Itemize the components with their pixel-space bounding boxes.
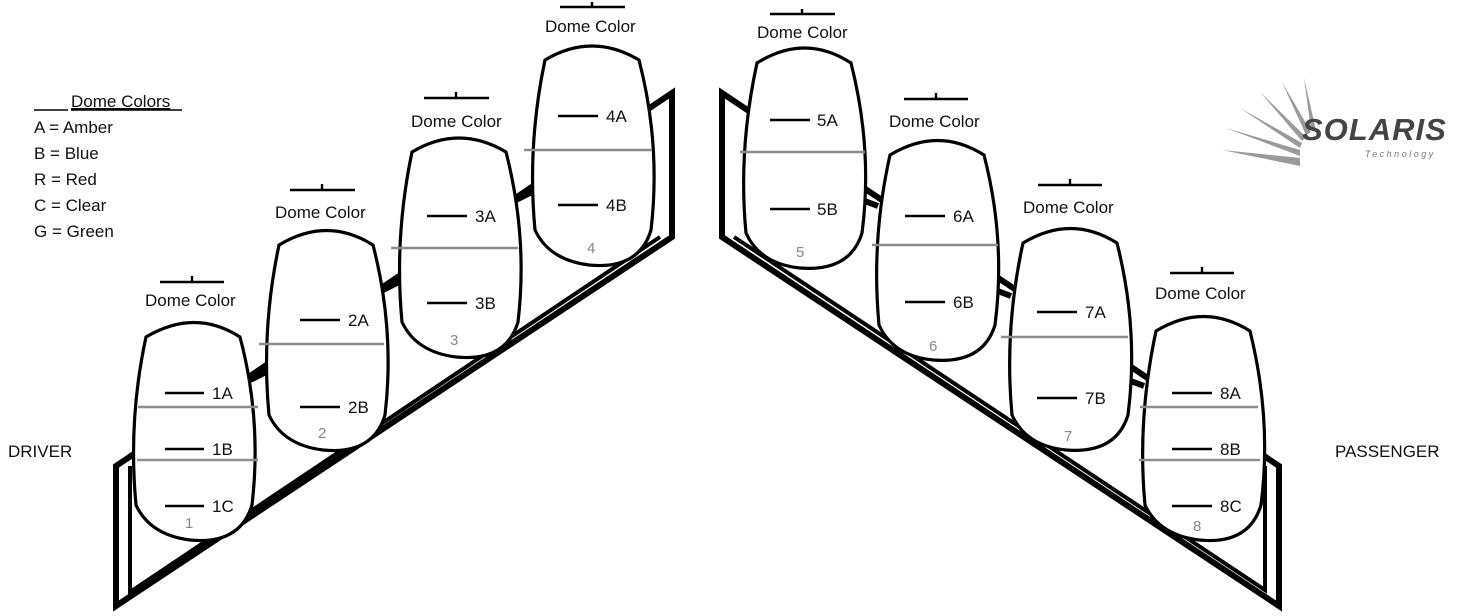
position-label-3b: 3B: [475, 294, 496, 313]
position-label-5b: 5B: [817, 200, 838, 219]
position-label-7a: 7A: [1085, 303, 1106, 322]
position-label-5a: 5A: [817, 111, 838, 130]
position-label-6a: 6A: [953, 207, 974, 226]
logo-tagline: Technology: [1365, 149, 1436, 159]
dome-number-7: 7: [1064, 428, 1072, 445]
dome-number-2: 2: [318, 425, 326, 442]
dome-color-label-5: Dome Color: [757, 23, 848, 42]
legend-item-blue: B = Blue: [34, 144, 99, 163]
dome-number-6: 6: [929, 338, 937, 355]
dome-color-label-6: Dome Color: [889, 112, 980, 131]
position-label-8b: 8B: [1220, 440, 1241, 459]
position-label-7b: 7B: [1085, 389, 1106, 408]
position-label-4b: 4B: [606, 196, 627, 215]
dome-number-5: 5: [796, 244, 804, 261]
position-label-8a: 8A: [1220, 384, 1241, 403]
position-label-1c: 1C: [212, 497, 234, 516]
dome-number-8: 8: [1193, 518, 1201, 535]
legend-item-red: R = Red: [34, 170, 97, 189]
dome-6: 6A 6B 6 Dome Color: [872, 93, 1001, 362]
dome-2: 2A 2B 2 Dome Color: [259, 184, 390, 453]
dome-8: 8A 8B 8C 8 Dome Color: [1139, 267, 1267, 543]
dome-number-4: 4: [587, 240, 595, 257]
dome-5: 5A 5B 5 Dome Color: [740, 9, 868, 270]
sunburst-icon: [1222, 78, 1316, 166]
dome-7: 7A 7B 7 Dome Color: [1001, 179, 1134, 452]
driver-label: DRIVER: [8, 442, 72, 461]
position-label-4a: 4A: [606, 107, 627, 126]
dome-color-label-2: Dome Color: [275, 203, 366, 222]
dome-color-label-7: Dome Color: [1023, 198, 1114, 217]
dome-number-1: 1: [185, 515, 193, 532]
dome-color-label-4: Dome Color: [545, 17, 636, 36]
dome-3: 3A 3B 3 Dome Color: [391, 92, 523, 360]
legend-item-green: G = Green: [34, 222, 114, 241]
dome-color-label-1: Dome Color: [145, 291, 236, 310]
position-label-1a: 1A: [212, 384, 233, 403]
position-label-8c: 8C: [1220, 497, 1242, 516]
legend-title: Dome Colors: [71, 92, 170, 111]
dome-1: 1A 1B 1C 1 Dome Color: [131, 276, 258, 543]
dome-color-label-3: Dome Color: [411, 112, 502, 131]
position-label-6b: 6B: [953, 293, 974, 312]
position-label-2b: 2B: [348, 398, 369, 417]
logo-wordmark: SOLARIS: [1302, 112, 1447, 147]
dome-4: 4A 4B 4 Dome Color: [524, 2, 656, 268]
position-label-2a: 2A: [348, 311, 369, 330]
legend: Dome Colors A = Amber B = Blue R = Red C…: [34, 92, 182, 241]
position-label-3a: 3A: [475, 207, 496, 226]
position-label-1b: 1B: [212, 440, 233, 459]
dome-color-label-8: Dome Color: [1155, 284, 1246, 303]
dome-number-3: 3: [450, 332, 458, 349]
passenger-label: PASSENGER: [1335, 442, 1440, 461]
legend-item-amber: A = Amber: [34, 118, 113, 137]
legend-item-clear: C = Clear: [34, 196, 107, 215]
solaris-logo: SOLARIS Technology: [1222, 78, 1447, 166]
